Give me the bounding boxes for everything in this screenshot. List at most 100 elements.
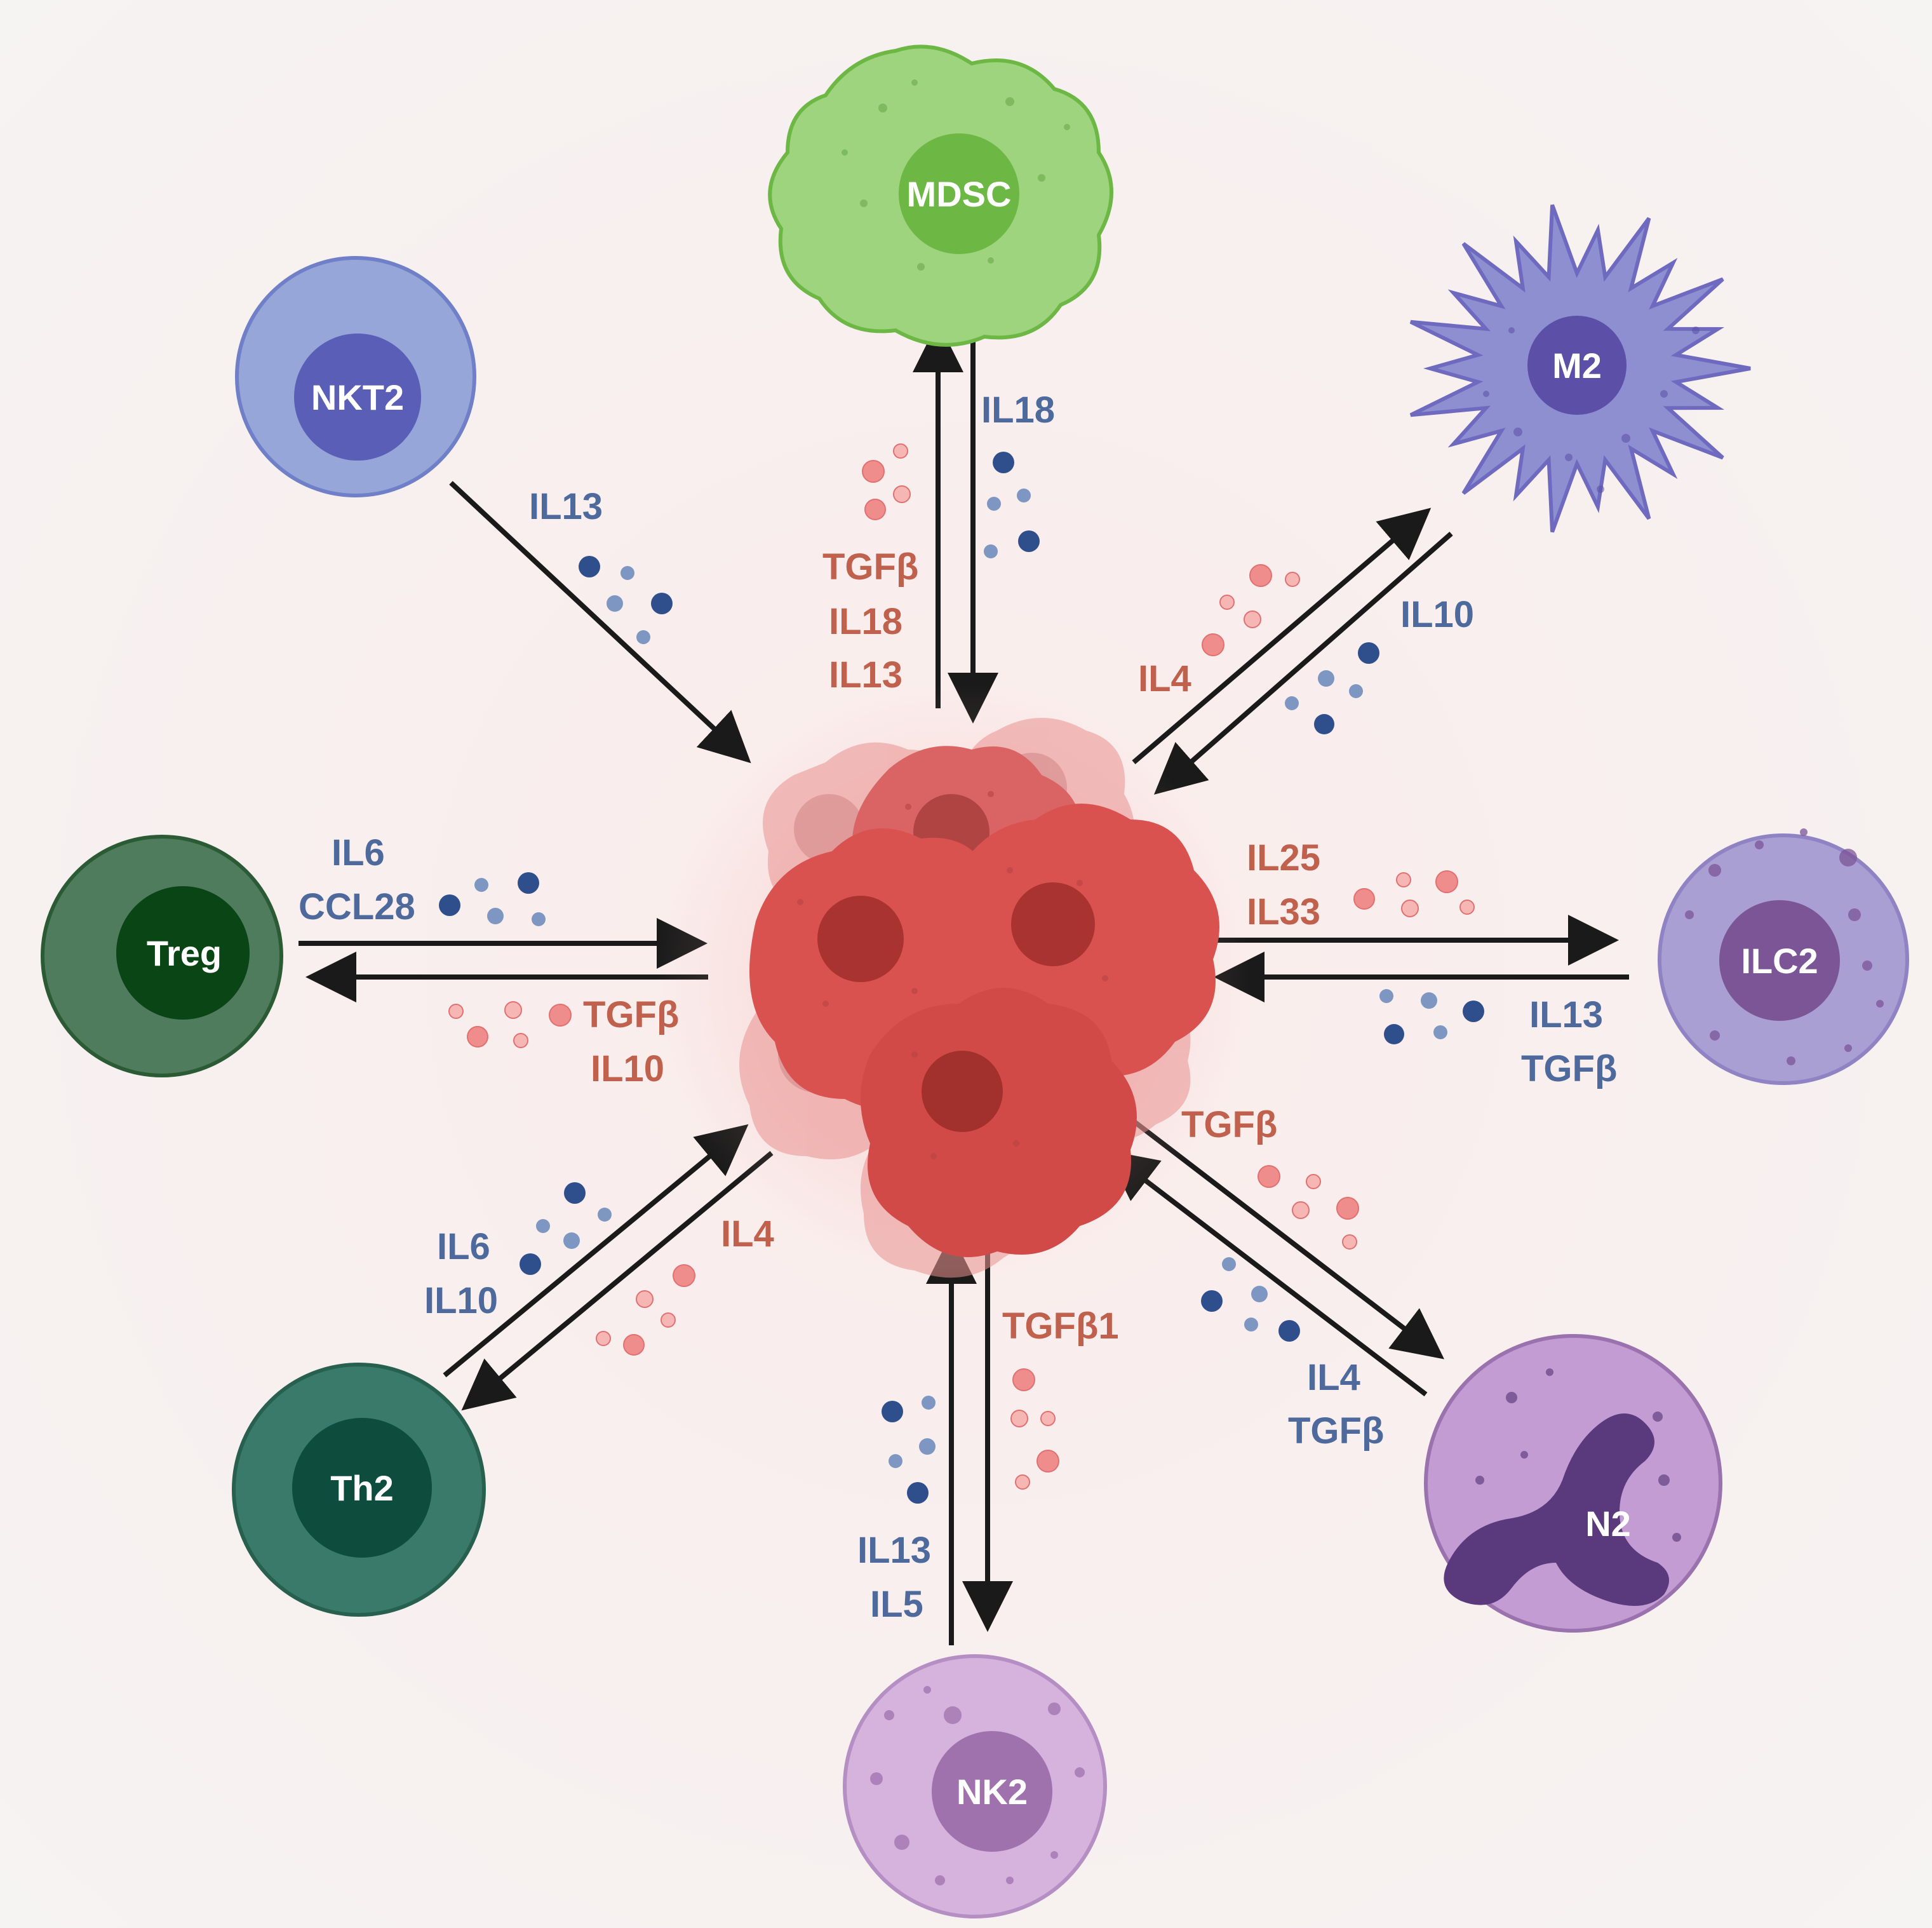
cytokine-dot [1421,992,1437,1009]
label-ilc2-out-1: TGFβ [1521,1048,1617,1089]
label-ilc2-out-0: IL13 [1529,994,1603,1035]
arrow-from-nkt2 [449,481,751,764]
cytokine-dot [1012,1368,1035,1391]
arrow-from-m2 [1153,531,1453,795]
arrow-to-m2 [1132,508,1432,765]
cytokine-dot [1342,1234,1357,1250]
cytokine-dot [607,595,623,612]
cytokine-dot [661,1312,676,1328]
cytokine-dot [862,460,885,483]
cytokine-dot [467,1026,488,1048]
cytokine-dot [487,908,504,924]
cytokine-dot [984,544,998,558]
label-treg-out-0: IL6 [332,832,385,873]
cytokine-labels: IL18 TGFβ IL18 IL13 IL10 IL4 IL25 IL33 I… [299,389,1617,1625]
cytokine-dot [1318,670,1334,687]
cytokine-dot [1258,1165,1280,1188]
th2-label: Th2 [330,1468,394,1508]
cytokine-dot [893,485,911,503]
cytokine-dot [1219,595,1235,610]
cytokine-dot [1292,1201,1310,1219]
cytokine-dot [598,1208,612,1222]
arrow-to-th2 [461,1150,774,1411]
label-nk2-out-0: IL13 [857,1530,931,1571]
label-mdsc-in-1: IL18 [829,601,902,642]
cytokine-dot [1201,1290,1223,1312]
cytokine-dot [1222,1257,1236,1271]
cytokine-dot [907,1482,929,1504]
cytokine-dot [1018,530,1040,552]
n2-cell: N2 [1424,1334,1722,1633]
label-treg-in-0: TGFβ [583,994,679,1035]
ilc2-label: ILC2 [1741,941,1818,981]
cytokine-dot [993,452,1014,473]
cytokine-dot [1433,1025,1447,1039]
cytokine-dot [532,912,546,926]
label-n2-out-1: TGFβ [1288,1410,1384,1452]
cytokine-dot [651,593,673,614]
cytokine-dot [1278,1320,1300,1342]
cytokine-dot [621,566,634,580]
cytokine-dot [1040,1411,1056,1426]
cytokine-dot [882,1401,903,1422]
cytokine-dot [448,1004,464,1019]
cytokine-dot [1396,872,1411,887]
ilc2-cell: ILC2 [1658,828,1909,1085]
cytokine-dot [564,1182,586,1204]
cytokine-dot [1017,489,1031,502]
cytokine-dot [1244,610,1261,628]
cytokine-dot [439,894,460,916]
treg-cell: Treg [41,835,283,1077]
cytokine-dot [864,499,886,520]
arrow-from-th2 [443,1124,749,1378]
label-n2-out-0: IL4 [1307,1357,1360,1398]
label-mdsc-out-0: IL18 [981,389,1055,431]
label-ilc2-in-1: IL33 [1247,891,1320,933]
label-n2-in-0: TGFβ [1181,1104,1277,1145]
mdsc-label: MDSC [907,174,1012,214]
neutrophil-nucleus [1444,1413,1669,1606]
label-nk2-in-0: TGFβ1 [1002,1305,1119,1347]
m2-label: M2 [1552,346,1602,386]
cytokine-dot [1249,564,1272,587]
n2-label: N2 [1585,1504,1631,1544]
cytokine-dot [919,1438,936,1455]
cytokine-dot [1349,684,1363,698]
cytokine-dot [1202,633,1224,656]
nkt2-cell: NKT2 [235,256,476,497]
cytokine-dot [1353,888,1375,910]
cytokine-dot [889,1454,902,1468]
nkt2-label: NKT2 [311,377,404,417]
label-treg-out-1: CCL28 [299,886,415,927]
cytokine-dot [1036,1450,1059,1473]
cytokine-dot [1015,1474,1030,1490]
label-th2-in-0: IL4 [721,1213,774,1255]
label-mdsc-in-2: IL13 [829,654,902,696]
cytokine-dot [1251,1286,1268,1302]
cytokine-dot [1306,1174,1321,1189]
cytokine-dot [1244,1318,1258,1331]
label-ilc2-in-0: IL25 [1247,837,1320,879]
arrow-from-n2 [1105,1150,1428,1397]
label-nkt2-out-0: IL13 [529,486,603,527]
cytokine-dot [579,556,600,577]
cytokine-dot [1285,572,1300,587]
arrows [299,318,1629,1645]
mdsc-cell: MDSC [768,44,1113,347]
nk2-label: NK2 [956,1772,1028,1812]
cytokine-dot [893,443,908,459]
cytokine-dot [1459,900,1475,915]
m2-cell: M2 [1409,204,1751,533]
cytokine-dot [513,1033,528,1048]
tumor-cluster [654,683,1251,1280]
cytokine-dot [636,630,650,644]
label-th2-out-0: IL6 [437,1226,490,1267]
cytokine-dot [922,1396,936,1410]
cytokine-dot [1379,989,1393,1003]
cytokine-dot [504,1001,522,1019]
cytokine-dot [596,1331,611,1346]
cytokine-dot [1463,1001,1484,1022]
label-nk2-out-1: IL5 [870,1584,923,1625]
cytokine-dot [549,1004,572,1027]
